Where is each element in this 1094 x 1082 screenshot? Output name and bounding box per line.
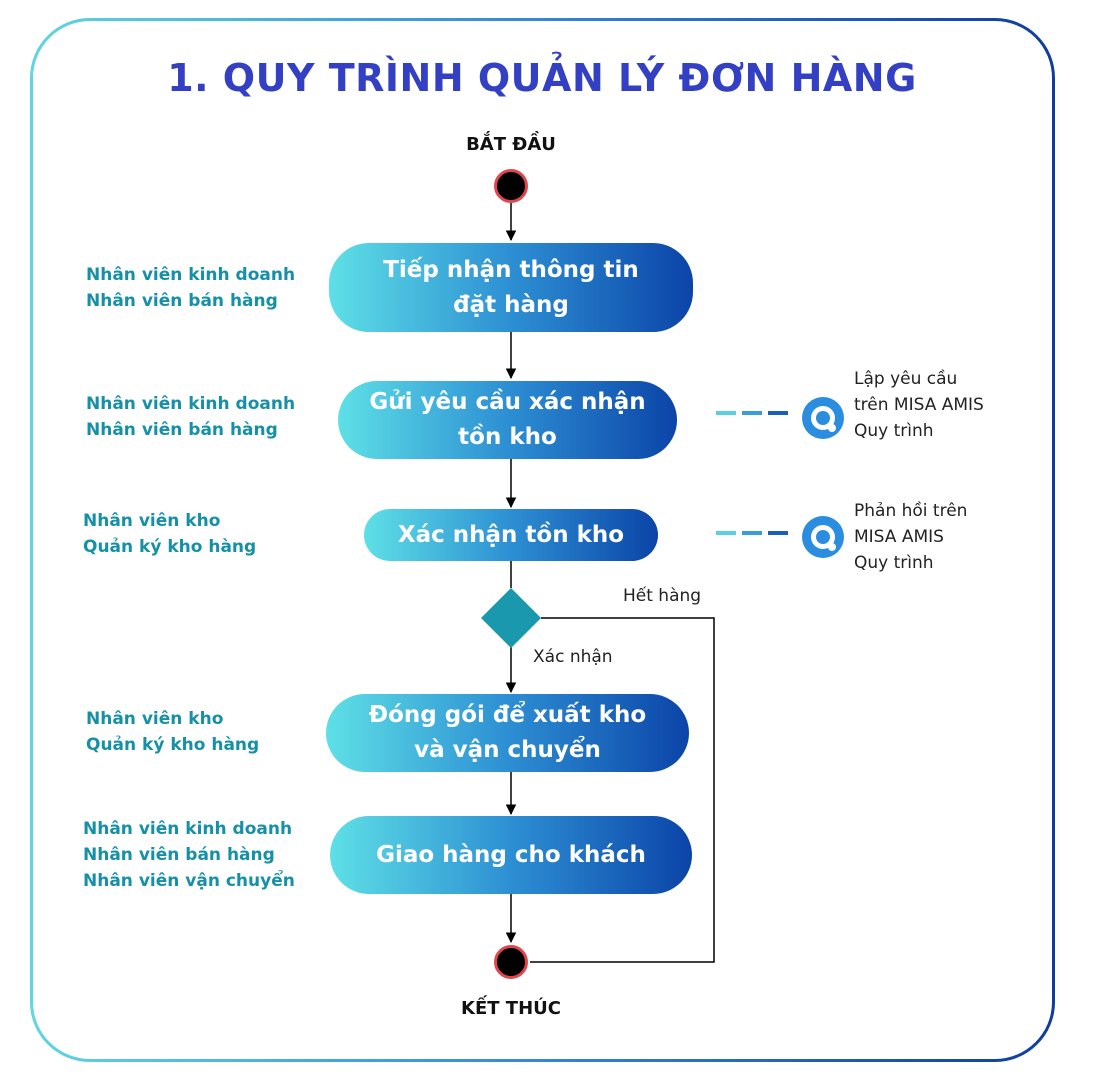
step-request-stock-confirmation: Gửi yêu cầu xác nhận tồn kho (338, 381, 677, 459)
note-step-3: Phản hồi trên MISA AMIS Quy trình (854, 501, 968, 573)
step-request-stock-confirmation-label: Gửi yêu cầu xác nhận tồn kho (369, 389, 646, 450)
decision-diamond (481, 588, 541, 648)
end-label: KẾT THÚC (461, 998, 561, 1019)
end-node (494, 945, 528, 979)
step-pack-and-ship: Đóng gói để xuất kho và vận chuyển (326, 694, 689, 772)
step-receive-order-label: Tiếp nhận thông tin đặt hàng (383, 256, 639, 318)
start-label: BẮT ĐẦU (466, 134, 556, 155)
roles-step-2: Nhân viên kinh doanh Nhân viên bán hàng (86, 394, 296, 440)
step-confirm-stock: Xác nhận tồn kho (364, 509, 658, 561)
step-deliver-to-customer-label: Giao hàng cho khách (376, 841, 646, 868)
misa-amis-icon-tail (828, 424, 836, 432)
step-receive-order: Tiếp nhận thông tin đặt hàng (329, 243, 693, 332)
misa-amis-icon-tail (828, 543, 836, 551)
step-confirm-stock-label: Xác nhận tồn kho (397, 521, 625, 548)
note-step-2: Lập yêu cầu trên MISA AMIS Quy trình (854, 369, 984, 441)
roles-step-5: Nhân viên kinh doanh Nhân viên bán hàng … (83, 819, 295, 891)
misa-amis-icon (802, 397, 844, 439)
roles-step-3: Nhân viên kho Quản ký kho hàng (83, 511, 257, 557)
misa-amis-icon (802, 516, 844, 558)
roles-step-1: Nhân viên kinh doanh Nhân viên bán hàng (86, 265, 296, 311)
step-pack-and-ship-label: Đóng gói để xuất kho và vận chuyển (368, 702, 647, 763)
roles-step-4: Nhân viên kho Quản ký kho hàng (86, 709, 260, 755)
out-of-stock-path (530, 617, 715, 963)
start-node (494, 169, 528, 203)
step-deliver-to-customer: Giao hàng cho khách (330, 816, 692, 894)
page-title: 1. QUY TRÌNH QUẢN LÝ ĐƠN HÀNG (167, 56, 917, 100)
decision-no-label: Hết hàng (623, 586, 702, 606)
decision-yes-label: Xác nhận (533, 647, 613, 667)
